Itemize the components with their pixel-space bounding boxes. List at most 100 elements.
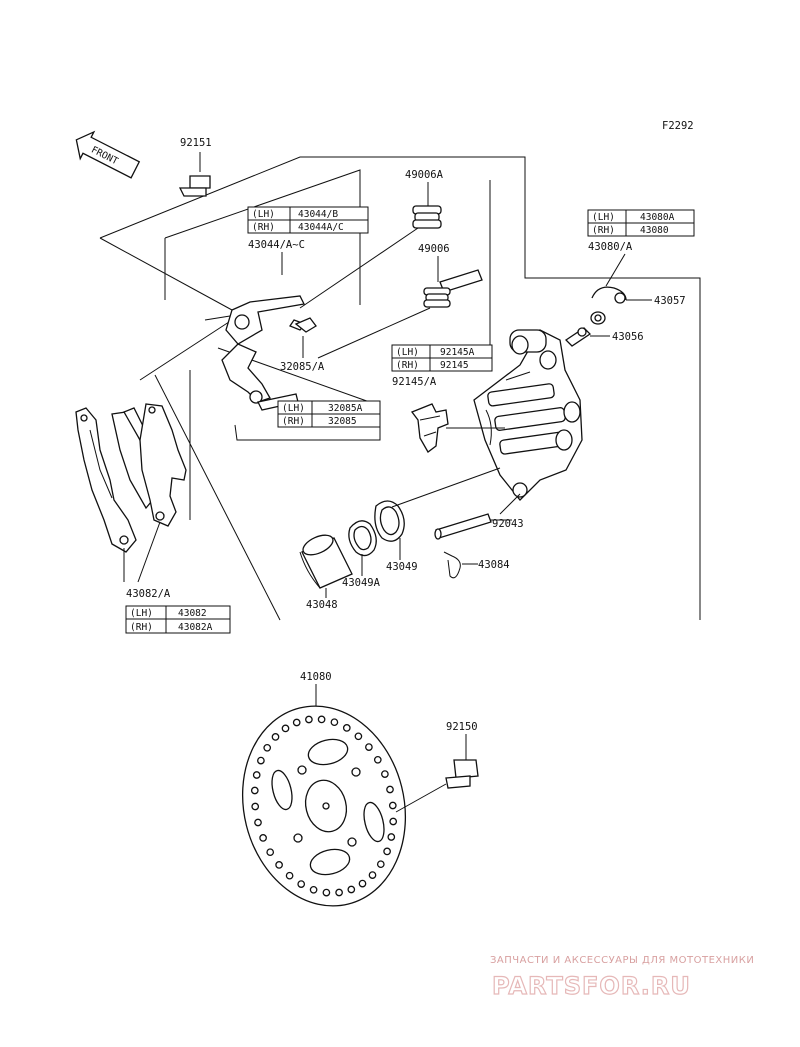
table-32085: (LH) 32085A (RH) 32085 [277, 400, 381, 428]
disc-vent-hole [254, 818, 262, 827]
disc-vent-hole [381, 770, 389, 778]
disc-vent-hole [271, 733, 280, 741]
label-92150: 92150 [446, 721, 478, 733]
figure-code: F2292 [662, 120, 694, 132]
piston-seal-43049: 43049 [374, 500, 418, 573]
disc-vent-hole [335, 888, 343, 897]
svg-text:32085: 32085 [328, 416, 357, 427]
pin-92043: 92043 [434, 493, 524, 540]
svg-text:(RH): (RH) [252, 222, 275, 233]
label-32085A: 32085/A [280, 361, 325, 373]
disc-vent-hole [368, 871, 377, 879]
disc-vent-hole [257, 756, 265, 765]
anti-rattle-spring [410, 403, 505, 453]
disc-vent-holes [250, 715, 398, 897]
caliper-body [473, 329, 583, 501]
brake-pad-outer [75, 407, 137, 553]
label-43057: 43057 [654, 295, 686, 307]
disc-vent-hole [251, 802, 260, 811]
bleeder-cap-43057: 43057 [590, 286, 686, 325]
svg-text:(LH): (LH) [252, 209, 275, 220]
piston-43048: 43048 [299, 534, 353, 611]
svg-text:(RH): (RH) [396, 360, 419, 371]
label-41080: 41080 [300, 671, 332, 683]
label-43049A: 43049A [342, 577, 381, 589]
disc-vent-hole [386, 785, 394, 794]
label-49006: 49006 [418, 243, 450, 255]
disc-vent-hole [252, 771, 261, 779]
svg-text:43044/B: 43044/B [298, 209, 338, 220]
front-arrow-icon: FRONT [75, 130, 141, 179]
label-92145A: 92145/A [392, 376, 437, 388]
caliper-bracket [221, 295, 317, 411]
disc-vent-hole [365, 743, 373, 751]
svg-text:PARTSFOR.RU: PARTSFOR.RU [492, 972, 691, 1000]
disc-vent-hole [330, 718, 339, 727]
svg-text:43044A/C: 43044A/C [298, 222, 344, 233]
disc-vent-hole [259, 834, 267, 842]
disc-vent-hole [297, 880, 306, 888]
table-43080: (LH) 43080A (RH) 43080 [587, 209, 695, 237]
disc-vent-hole [389, 817, 398, 826]
svg-text:43080: 43080 [640, 225, 669, 236]
svg-text:(LH): (LH) [396, 347, 419, 358]
disc-vent-hole [317, 715, 326, 724]
bolt-92151: 92151 [178, 137, 212, 197]
disc-vent-hole [388, 801, 397, 810]
svg-text:ЗАПЧАСТИ И АКСЕССУАРЫ ДЛЯ МОТО: ЗАПЧАСТИ И АКСЕССУАРЫ ДЛЯ МОТОТЕХНИКИ [490, 955, 754, 966]
table-43044: (LH) 43044/B (RH) 43044A/C [247, 206, 369, 234]
label-43084: 43084 [478, 559, 510, 571]
disc-vent-hole [275, 861, 283, 869]
svg-text:43082A: 43082A [178, 622, 213, 633]
disc-vent-hole [373, 755, 382, 764]
svg-text:(RH): (RH) [592, 225, 615, 236]
svg-text:(RH): (RH) [130, 622, 153, 633]
label-92151: 92151 [180, 137, 212, 149]
table-92145: (LH) 92145A (RH) 92145 [391, 344, 493, 372]
disc-vent-hole [292, 718, 301, 727]
disc-vent-hole [358, 879, 367, 888]
brake-disc-41080: 41080 [241, 671, 407, 907]
brake-pad-backing [139, 403, 187, 527]
disc-vent-hole [383, 847, 391, 856]
label-92043: 92043 [492, 518, 524, 530]
watermark: ЗАПЧАСТИ И АКСЕССУАРЫ ДЛЯ МОТОТЕХНИКИ PA… [490, 955, 754, 1001]
bleeder-valve-43056: 43056 [564, 327, 644, 347]
svg-text:43082: 43082 [178, 608, 207, 619]
disc-vent-hole [309, 885, 318, 894]
clip-43084: 43084 [443, 551, 510, 579]
svg-text:92145: 92145 [440, 360, 469, 371]
disc-vent-hole [387, 833, 396, 841]
disc-vent-hole [285, 871, 294, 880]
svg-text:92145A: 92145A [440, 347, 475, 358]
disc-vent-hole [281, 724, 290, 733]
table-43082: (LH) 43082 (RH) 43082A [125, 605, 231, 634]
label-43082A: 43082/A [126, 588, 171, 600]
disc-vent-hole [266, 848, 275, 857]
svg-text:(RH): (RH) [282, 416, 305, 427]
disc-vent-hole [342, 724, 351, 732]
disc-vent-hole [305, 715, 313, 724]
disc-vent-hole [347, 885, 356, 894]
svg-text:32085A: 32085A [328, 403, 363, 414]
disc-vent-hole [376, 860, 385, 869]
svg-text:(LH): (LH) [592, 212, 615, 223]
label-43056: 43056 [612, 331, 644, 343]
label-43048: 43048 [306, 599, 338, 611]
label-49006A: 49006A [405, 169, 444, 181]
bolt-92150: 92150 [395, 721, 479, 813]
label-43080A: 43080/A [588, 241, 633, 253]
boot-49006A: 49006A [299, 169, 444, 309]
svg-text:43080A: 43080A [640, 212, 675, 223]
assembly-outline [99, 156, 701, 621]
svg-text:(LH): (LH) [130, 608, 153, 619]
boot-49006: 49006 [317, 243, 483, 359]
dust-seal-43049A: 43049A [342, 520, 381, 589]
label-43049: 43049 [386, 561, 418, 573]
disc-vent-hole [322, 888, 331, 897]
label-43044: 43044/A~C [248, 239, 305, 251]
disc-vent-hole [250, 786, 259, 795]
disc-vent-hole [354, 732, 363, 741]
svg-text:(LH): (LH) [282, 403, 305, 414]
